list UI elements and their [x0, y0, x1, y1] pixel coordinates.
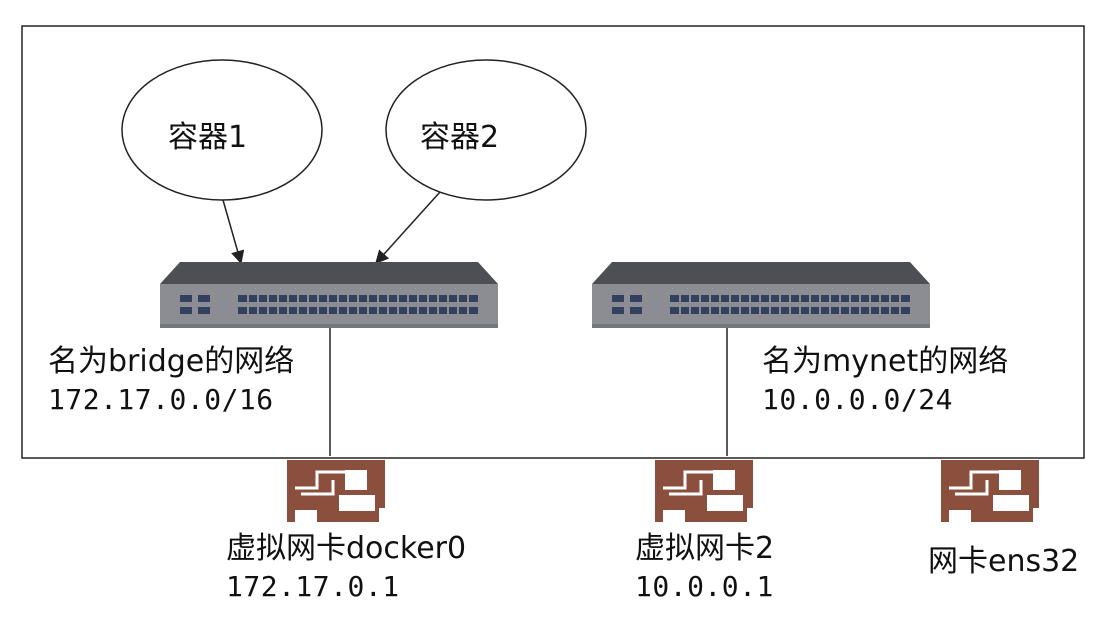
- container-1-node: [121, 59, 323, 201]
- network-switch-icon: [591, 261, 931, 329]
- bridge-network-name: 名为bridge的网络: [48, 344, 295, 379]
- container-1-arrow: [222, 199, 245, 265]
- nic-2-ip: 10.0.0.1: [635, 570, 774, 603]
- nic-2-name: 虚拟网卡2: [635, 531, 775, 566]
- container-1-label: 容器1: [168, 120, 248, 155]
- network-card-icon: [939, 458, 1041, 524]
- bridge-network-subnet: 172.17.0.0/16: [48, 383, 274, 416]
- nic-docker0-ip: 172.17.0.1: [226, 570, 400, 603]
- network-card-icon: [285, 458, 387, 524]
- network-switch-icon: [159, 261, 499, 329]
- mynet-network-name: 名为mynet的网络: [762, 344, 1009, 379]
- mynet-network-subnet: 10.0.0.0/24: [762, 383, 953, 416]
- nic-docker0-name: 虚拟网卡docker0: [226, 531, 467, 566]
- container-2-label: 容器2: [420, 120, 500, 155]
- host-boundary: [21, 25, 1085, 459]
- network-card-icon: [653, 458, 755, 524]
- container-2-arrow: [375, 191, 441, 265]
- nic-ens32-name: 网卡ens32: [928, 544, 1080, 579]
- container-2-node: [385, 59, 587, 201]
